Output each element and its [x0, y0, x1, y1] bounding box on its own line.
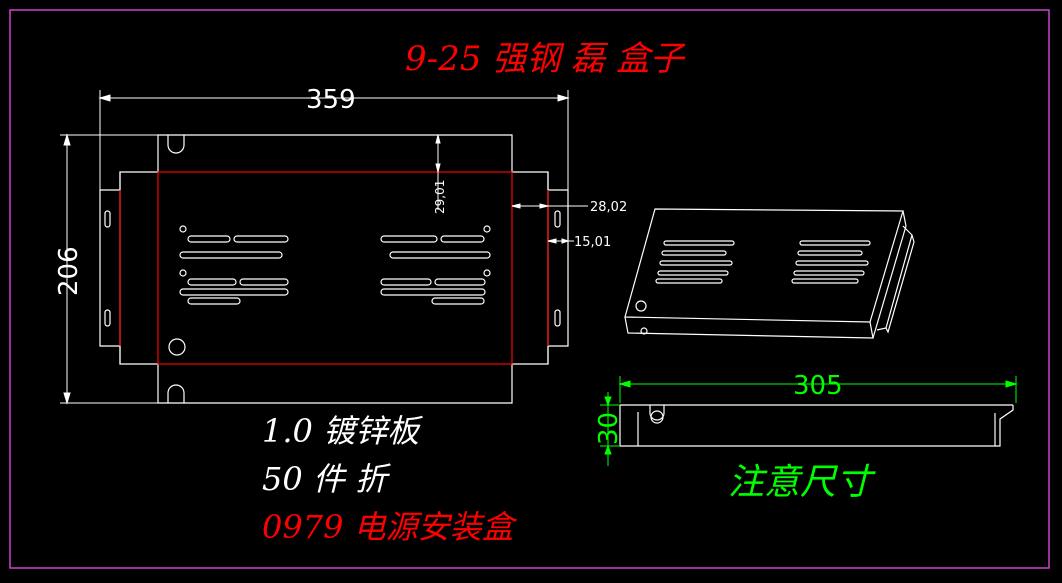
dim-height	[60, 133, 158, 405]
material-line-2: 50 件 折	[262, 460, 391, 498]
dim-length	[618, 376, 1018, 403]
drawing-title: 9-25 强钢 磊 盒子	[405, 39, 686, 79]
dim-top-offset	[435, 134, 441, 210]
dim-flange-label: 15,01	[574, 235, 611, 250]
dim-side-offset	[511, 203, 588, 209]
dim-flange	[547, 238, 574, 244]
dim-depth	[600, 392, 620, 466]
part-name: 0979 电源安装盒	[262, 508, 518, 546]
side-view	[619, 404, 1014, 447]
dim-height-label: 206	[54, 246, 84, 296]
dim-side-offset-label: 28,02	[590, 200, 627, 215]
drawing-frame	[9, 9, 1050, 569]
material-line-1: 1.0 镀锌板	[262, 412, 423, 450]
dim-width-label: 359	[306, 85, 356, 115]
flat-pattern	[99, 134, 569, 404]
isometric-view	[624, 208, 915, 339]
dim-length-label: 305	[793, 371, 843, 401]
dim-depth-label: 30	[594, 412, 624, 445]
dim-width	[98, 90, 570, 190]
dim-top-offset-label: 29,01	[433, 180, 447, 214]
bend-lines	[157, 171, 513, 365]
size-note: 注意尺寸	[728, 462, 876, 503]
